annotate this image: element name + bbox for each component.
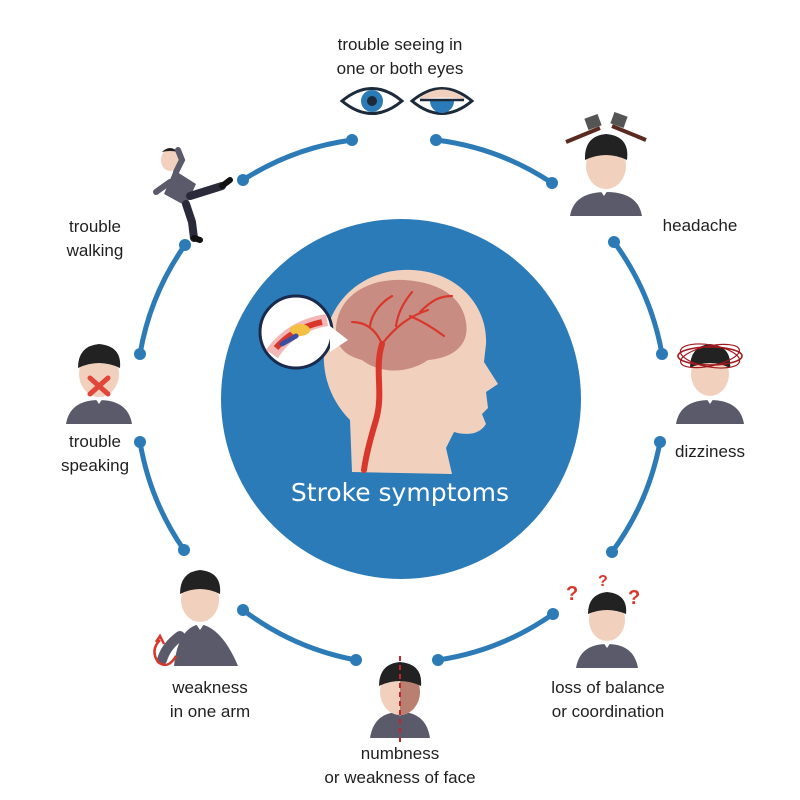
label-face-line-1: numbness xyxy=(360,744,440,763)
dizziness-rings-icon xyxy=(676,343,744,424)
svg-text:?: ? xyxy=(566,583,578,605)
svg-text:?: ? xyxy=(598,573,608,590)
label-vision-line-1: trouble seeing in xyxy=(337,35,463,54)
covered-mouth-icon xyxy=(66,344,132,424)
label-headache-line-1: headache xyxy=(662,216,738,235)
label-walking-line-1: trouble xyxy=(69,217,121,236)
label-arm-line-1: weakness xyxy=(172,678,248,697)
center-illustration xyxy=(221,219,581,579)
ring-dots xyxy=(134,134,668,666)
eyes-icon xyxy=(339,87,475,115)
label-face-line-2: or weakness of face xyxy=(324,768,476,787)
headache-hammers-icon xyxy=(565,111,647,216)
label-headache: headache xyxy=(640,214,760,238)
label-arm-line-2: in one arm xyxy=(169,702,251,721)
symptom-ring xyxy=(137,137,665,663)
label-vision-line-2: one or both eyes xyxy=(336,59,464,78)
question-marks-icon: ? ? ? xyxy=(566,573,640,668)
center-title: Stroke symptoms xyxy=(290,478,510,507)
label-speaking-line-2: speaking xyxy=(60,456,130,475)
label-balance-line-1: loss of balance xyxy=(551,678,665,697)
label-speaking: trouble speaking xyxy=(30,430,160,478)
label-arm: weakness in one arm xyxy=(140,676,280,724)
label-walking-line-2: walking xyxy=(66,241,124,260)
half-face-icon xyxy=(370,656,430,742)
label-vision: trouble seeing in one or both eyes xyxy=(300,33,500,81)
stumbling-man-icon xyxy=(153,147,233,243)
label-face: numbness or weakness of face xyxy=(300,742,500,790)
label-balance-line-2: or coordination xyxy=(551,702,665,721)
label-dizziness-line-1: dizziness xyxy=(675,442,745,461)
label-speaking-line-1: trouble xyxy=(69,432,121,451)
label-balance: loss of balance or coordination xyxy=(518,676,698,724)
weak-arm-icon xyxy=(153,570,238,667)
label-dizziness: dizziness xyxy=(650,440,770,464)
label-walking: trouble walking xyxy=(30,215,160,263)
svg-text:?: ? xyxy=(628,587,640,609)
